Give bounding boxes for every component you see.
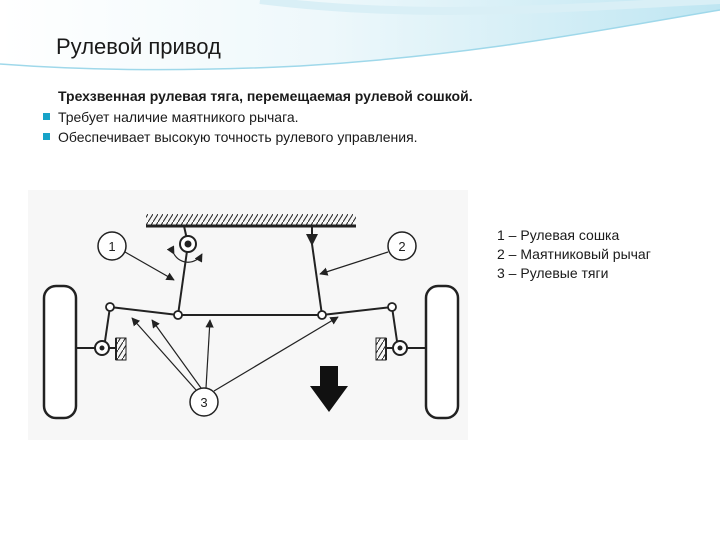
callout-3-arrows — [131, 316, 339, 392]
slide-subtitle: Трехзвенная рулевая тяга, перемещаемая р… — [58, 88, 473, 104]
rotation-arrow — [166, 245, 203, 263]
legend-item: 3 – Рулевые тяги — [497, 264, 651, 283]
callout-1-arrow — [124, 251, 175, 281]
legend-number: 2 — [497, 246, 505, 262]
bullet-item: Обеспечивает высокую точность рулевого у… — [40, 127, 418, 147]
bullet-text: Требует наличие маятникого рычага. — [58, 109, 299, 125]
legend-number: 1 — [497, 227, 505, 243]
direction-arrow-icon — [310, 366, 348, 412]
callout-2-circle — [387, 231, 417, 261]
bullet-list: Требует наличие маятникого рычага. Обесп… — [40, 107, 418, 147]
slide-title: Рулевой привод — [56, 34, 221, 59]
legend-text: – Рулевые тяги — [504, 265, 609, 281]
right-kingpin-center — [397, 345, 403, 351]
callout-1-label: 1 — [108, 239, 115, 254]
steering-linkage-diagram: 1 2 3 — [28, 190, 468, 440]
legend-text: – Маятниковый рычаг — [504, 246, 651, 262]
header-decoration — [0, 0, 720, 71]
callout-3-label: 3 — [200, 395, 207, 410]
legend-text: – Рулевая сошка — [504, 227, 620, 243]
steering-gear-center — [184, 240, 192, 248]
square-bullet-icon — [43, 113, 50, 120]
callout-2-arrow — [319, 251, 389, 276]
tie-rods — [109, 306, 393, 316]
callout-2-label: 2 — [398, 239, 405, 254]
ball-joints — [105, 302, 397, 320]
legend-item: 1 – Рулевая сошка — [497, 226, 651, 245]
left-wheel — [42, 284, 78, 420]
left-kingpin-center — [99, 345, 105, 351]
legend-item: 2 – Маятниковый рычаг — [497, 245, 651, 264]
legend: 1 – Рулевая сошка 2 – Маятниковый рычаг … — [497, 226, 651, 283]
square-bullet-icon — [43, 133, 50, 140]
legend-number: 3 — [497, 265, 505, 281]
left-knuckle-support — [115, 337, 127, 361]
bullet-text: Обеспечивает высокую точность рулевого у… — [58, 129, 418, 145]
right-wheel — [424, 284, 460, 420]
idler-pivot — [306, 234, 318, 246]
vehicle-frame — [146, 214, 356, 228]
right-knuckle-support — [375, 337, 387, 361]
bullet-item: Требует наличие маятникого рычага. — [40, 107, 418, 127]
callout-1-circle — [97, 231, 127, 261]
callout-3-circle — [189, 387, 219, 417]
